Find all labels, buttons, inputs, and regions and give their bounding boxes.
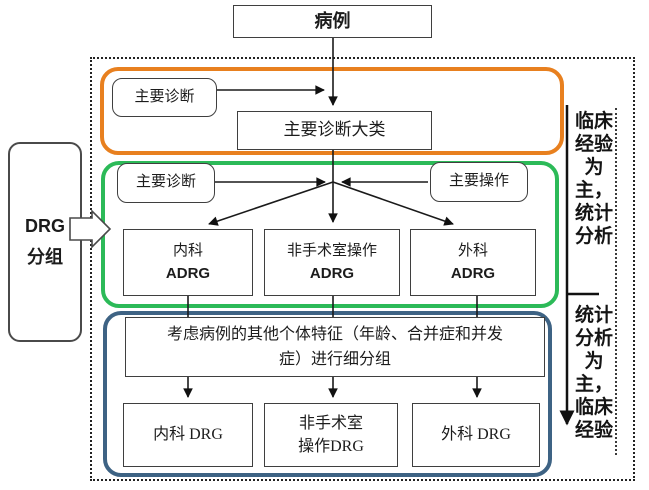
- internal-adrg-line2: ADRG: [165, 264, 211, 282]
- surgical-drg-label: 外科 DRG: [441, 426, 511, 444]
- internal-drg-box: 内科 DRG: [123, 403, 253, 467]
- drg-grouping-label: DRG 分组: [25, 216, 65, 267]
- internal-adrg-line1: 内科: [172, 242, 203, 259]
- stage1-frame: [100, 67, 564, 155]
- subdivision-criteria-text: 考虑病例的其他个体特征（年龄、合并症和并发 症）进行细分组: [166, 326, 503, 368]
- internal-adrg-box: 内科 ADRG: [123, 229, 253, 296]
- non-or-adrg-line1: 非手术室操作: [286, 242, 377, 259]
- primary-diagnosis-box-stage1: 主要诊断: [112, 78, 217, 117]
- annotation-dotted-line: [615, 108, 617, 455]
- primary-diagnosis-label: 主要诊断: [134, 88, 195, 105]
- primary-diagnosis-label: 主要诊断: [135, 174, 196, 191]
- annotation-clinical-first: 临床 经验 为 主， 统计 分析: [574, 111, 613, 247]
- non-or-adrg-line2: ADRG: [309, 264, 355, 282]
- surgical-drg-box: 外科 DRG: [412, 403, 540, 467]
- surgical-adrg-line2: ADRG: [450, 264, 496, 282]
- case-label: 病例: [314, 11, 351, 32]
- non-or-procedure-adrg-box: 非手术室操作 ADRG: [264, 229, 400, 296]
- outer-dotted-frame: [90, 57, 635, 481]
- mdc-label: 主要诊断大类: [283, 120, 386, 140]
- internal-drg-label: 内科 DRG: [153, 426, 223, 444]
- non-or-drg-label: 非手术室 操作DRG: [298, 414, 364, 455]
- stage3-frame: [103, 311, 552, 477]
- drg-grouping-label-box: DRG 分组: [8, 142, 82, 342]
- case-box: 病例: [233, 5, 432, 38]
- primary-operation-label: 主要操作: [448, 173, 509, 190]
- subdivision-criteria-box: 考虑病例的其他个体特征（年龄、合并症和并发 症）进行细分组: [125, 317, 545, 377]
- mdc-box: 主要诊断大类: [237, 111, 432, 150]
- surgical-adrg-line1: 外科: [457, 242, 488, 259]
- primary-operation-box: 主要操作: [430, 162, 528, 202]
- non-or-procedure-drg-box: 非手术室 操作DRG: [264, 403, 398, 467]
- annotation-statistical-first: 统计 分析 为 主， 临床 经验: [574, 305, 613, 441]
- primary-diagnosis-box-stage2: 主要诊断: [117, 163, 215, 203]
- surgical-adrg-box: 外科 ADRG: [410, 229, 536, 296]
